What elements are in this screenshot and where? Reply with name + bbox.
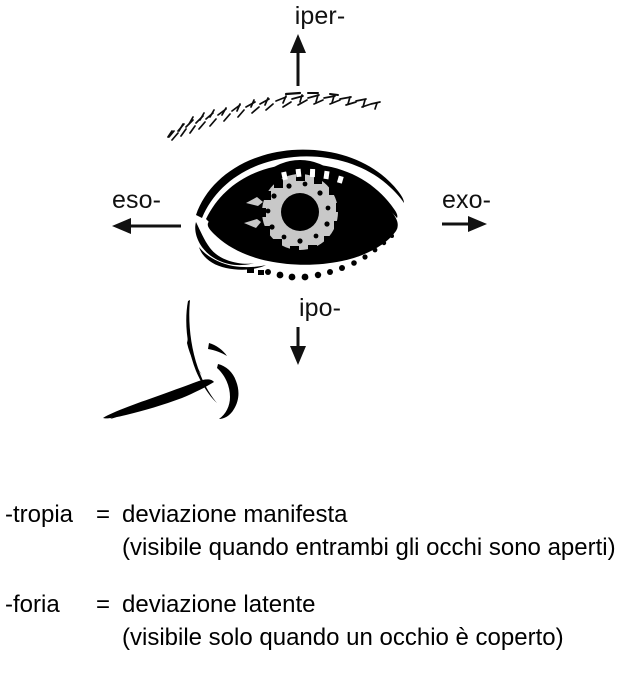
upper-lash-line [206,163,398,222]
arrow-up-icon [290,34,306,86]
caruncle [214,221,226,236]
eye-deviation-diagram [103,34,487,419]
upper-eyelid-crease [196,149,404,218]
legend-equals-sign: = [96,591,111,618]
nose-profile [103,300,239,419]
direction-label-left: eso- [112,186,162,214]
eye-illustration [195,149,404,281]
nostril-wing [208,343,227,356]
lip-line [110,411,128,419]
legend-term: -foria [5,591,60,618]
direction-label-down: ipo- [298,294,342,322]
legend-definition: deviazione manifesta [122,501,348,528]
upper-lip-shadow [103,379,214,419]
direction-label-up: iper- [294,2,346,30]
legend-note: (visibile quando entrambi gli occhi sono… [122,534,616,561]
lower-lashes [247,234,394,281]
inner-canthus [195,222,254,266]
lower-lid-fold [199,247,266,270]
pupil [281,193,319,231]
diagram-canvas [103,34,487,419]
legend-equals-sign: = [96,501,111,528]
legend: -tropia = deviazione manifesta (visibile… [0,498,640,678]
arrow-left-icon [112,218,181,234]
arrow-down-icon [290,327,306,365]
legend-entry-foria: -foria = deviazione latente (visibile so… [0,588,640,654]
legend-entry-tropia: -tropia = deviazione manifesta (visibile… [0,498,640,564]
legend-definition: deviazione latente [122,591,316,618]
nostril [217,364,239,419]
legend-row-note: (visibile quando entrambi gli occhi sono… [0,531,640,564]
direction-label-right: exo- [442,186,492,214]
arrow-right-icon [442,216,487,232]
legend-row-primary: -tropia = deviazione manifesta [0,498,640,531]
nose-tip [187,338,202,375]
legend-term: -tropia [5,501,74,528]
legend-note: (visibile solo quando un occhio è copert… [122,624,564,651]
outer-canthus [350,186,398,229]
legend-row-primary: -foria = deviazione latente [0,588,640,621]
eyebrow [167,91,381,141]
legend-row-note: (visibile solo quando un occhio è copert… [0,621,640,654]
upper-lashes [281,168,344,184]
